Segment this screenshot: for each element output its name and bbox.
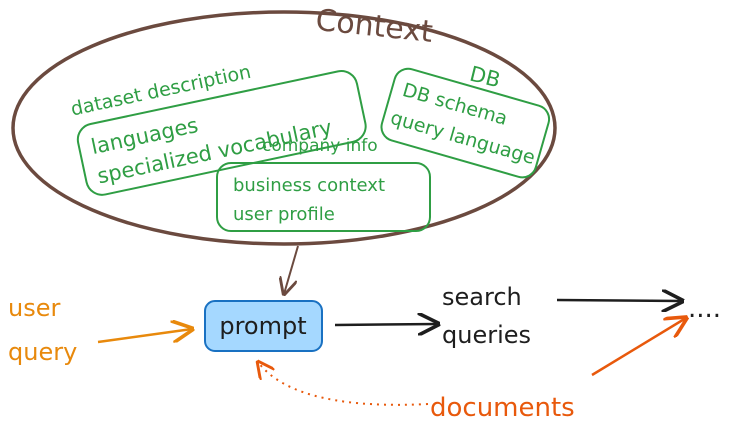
ellipsis: .... xyxy=(688,294,721,324)
db-box xyxy=(380,67,551,179)
search-queries-line-2: queries xyxy=(442,321,531,349)
company-info-group: company info business context user profi… xyxy=(216,136,431,232)
user-query-arrow xyxy=(97,329,192,344)
dataset-description-heading: dataset description xyxy=(69,61,253,121)
company-info-heading: company info xyxy=(262,136,378,156)
queries-to-ellipsis-arrow xyxy=(556,300,682,301)
prompt-label: prompt xyxy=(219,312,306,340)
user-query-line-1: user xyxy=(8,294,60,322)
prompt-to-queries-arrow xyxy=(334,324,438,325)
user-query-line-2: query xyxy=(8,338,77,366)
documents-to-prompt-dotted-arrow xyxy=(258,362,429,406)
company-line-user-profile: user profile xyxy=(233,204,335,225)
context-ellipse xyxy=(11,10,557,246)
documents-label: documents xyxy=(430,393,575,423)
db-heading: DB xyxy=(467,62,502,93)
context-to-prompt-arrow xyxy=(284,245,299,294)
company-info-box xyxy=(216,162,431,232)
documents-to-ellipsis-arrow xyxy=(591,318,686,377)
search-queries-line-1: search xyxy=(442,283,522,311)
dataset-description-box xyxy=(76,70,367,196)
context-title: Context xyxy=(314,3,435,50)
company-line-business-context: business context xyxy=(233,175,385,196)
prompt-box[interactable] xyxy=(204,300,323,352)
